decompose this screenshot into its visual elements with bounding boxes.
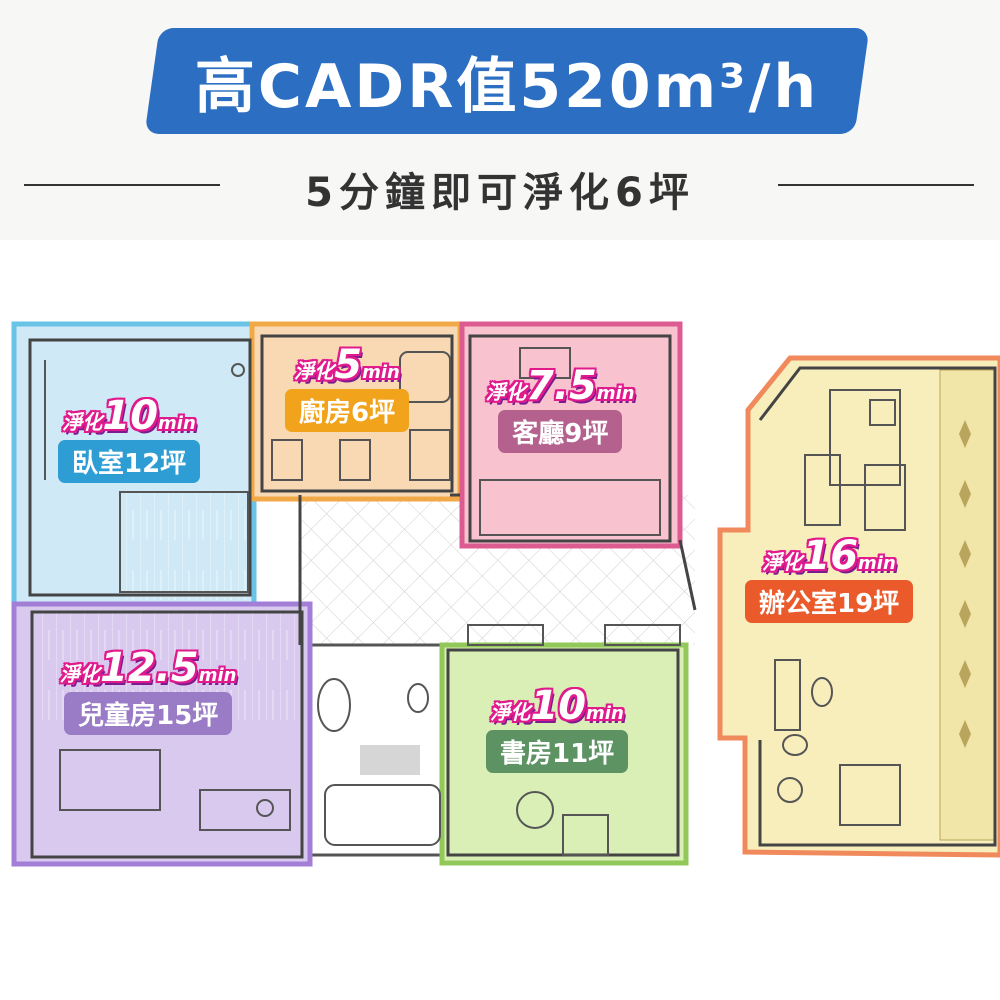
tag-living: 客廳9坪: [498, 410, 623, 453]
time-bedroom: 淨化10min: [62, 393, 196, 439]
label-kids: 淨化12.5min 兒童房15坪: [60, 648, 236, 735]
subtitle-row: 5分鐘即可淨化6坪: [0, 160, 1000, 216]
tag-study: 書房11坪: [486, 730, 629, 773]
time-kitchen: 淨化5min: [294, 342, 400, 388]
subtitle-text: 5分鐘即可淨化6坪: [305, 170, 695, 216]
label-kitchen: 淨化5min 廚房6坪: [285, 342, 410, 432]
title-text: 高CADR值520m³/h: [194, 51, 820, 122]
tag-office: 辦公室19坪: [745, 580, 914, 623]
time-office: 淨化16min: [762, 533, 896, 579]
time-kids: 淨化12.5min: [60, 645, 237, 691]
tag-kids: 兒童房15坪: [64, 692, 233, 735]
time-study: 淨化10min: [490, 683, 624, 729]
label-bedroom: 淨化10min 臥室12坪: [58, 393, 201, 483]
divider-right: [778, 184, 974, 186]
label-living: 淨化7.5min 客廳9坪: [486, 366, 635, 453]
tag-bedroom: 臥室12坪: [58, 440, 201, 483]
time-living: 淨化7.5min: [486, 363, 635, 409]
divider-left: [24, 184, 220, 186]
label-office: 淨化16min 辦公室19坪: [745, 533, 914, 623]
label-study: 淨化10min 書房11坪: [486, 683, 629, 773]
tag-kitchen: 廚房6坪: [285, 389, 410, 432]
